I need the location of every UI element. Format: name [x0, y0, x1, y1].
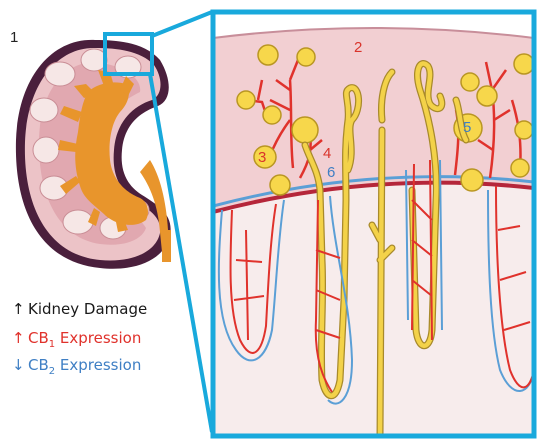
label-5: 5 — [463, 120, 471, 135]
legend-cb1-expression: ↑CB1 Expression — [12, 329, 141, 354]
label-2: 2 — [354, 40, 362, 55]
label-3: 3 — [258, 150, 266, 165]
legend-cb2-suffix: Expression — [55, 356, 141, 374]
up-arrow-icon: ↑ — [12, 300, 28, 318]
legend-cb2-prefix: CB — [28, 356, 49, 374]
legend-kidney-damage: ↑Kidney Damage — [12, 300, 147, 318]
label-4: 4 — [323, 146, 331, 161]
legend-cb1-suffix: Expression — [55, 329, 141, 347]
legend-kidney-damage-text: Kidney Damage — [28, 300, 147, 318]
nephron-zoom-panel — [213, 12, 534, 436]
zoom-connector-top — [152, 12, 212, 36]
up-arrow-icon: ↑ — [12, 329, 28, 347]
renal-medulla — [213, 183, 534, 436]
legend-cb2-expression: ↓CB2 Expression — [12, 356, 141, 381]
label-6: 6 — [327, 165, 335, 180]
legend-cb1-prefix: CB — [28, 329, 49, 347]
label-1: 1 — [10, 30, 18, 45]
down-arrow-icon: ↓ — [12, 356, 28, 374]
